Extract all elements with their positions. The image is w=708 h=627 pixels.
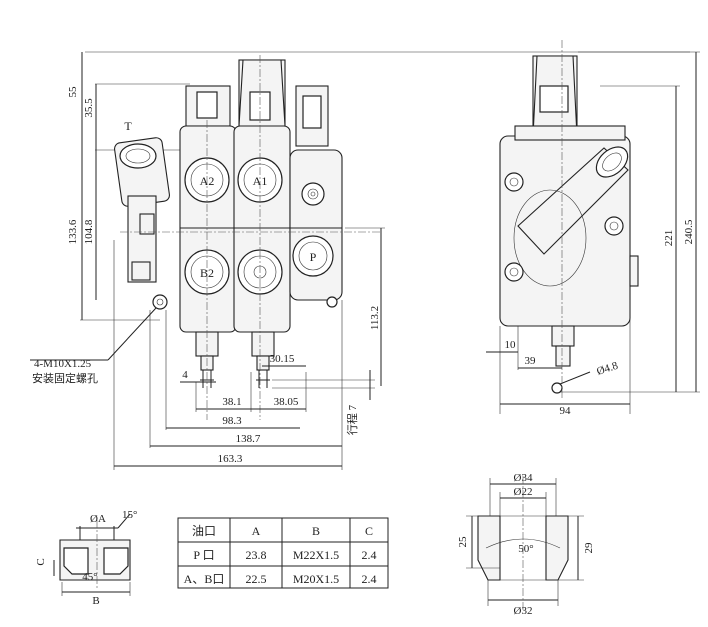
svg-text:29: 29 (583, 542, 595, 554)
table-header-a: A (252, 524, 261, 538)
svg-text:45°: 45° (82, 571, 97, 583)
side-view: 240.5 221 10 39 Ø4.8 94 (486, 40, 700, 417)
svg-text:113.2: 113.2 (369, 306, 381, 330)
svg-text:55: 55 (67, 86, 79, 98)
svg-text:35.5: 35.5 (83, 98, 95, 118)
svg-text:50°: 50° (518, 543, 533, 555)
svg-text:Ø4.8: Ø4.8 (595, 360, 620, 378)
table-cell: M20X1.5 (293, 572, 339, 586)
port-table: 油口 A B C P 口 23.8 M22X1.5 2.4 A、B口 22.5 … (177, 517, 389, 589)
svg-text:15°: 15° (122, 509, 137, 521)
detail-seal: Ø34 Ø22 25 29 50° Ø32 (457, 472, 595, 617)
svg-text:安装固定螺孔: 安装固定螺孔 (32, 371, 98, 385)
svg-text:38.05: 38.05 (274, 396, 299, 408)
table-header-port: 油口 (192, 524, 216, 538)
table-cell: 22.5 (246, 572, 267, 586)
svg-text:ØA: ØA (90, 513, 106, 525)
front-view: A2 A1 B2 P (30, 51, 690, 470)
table-cell: 2.4 (362, 548, 377, 562)
svg-text:39: 39 (525, 355, 537, 367)
svg-text:C: C (35, 558, 47, 565)
svg-text:Ø32: Ø32 (514, 605, 533, 617)
svg-text:221: 221 (663, 230, 675, 247)
svg-text:25: 25 (457, 536, 469, 548)
svg-text:Ø34: Ø34 (514, 472, 533, 484)
svg-text:94: 94 (560, 405, 572, 417)
svg-text:T: T (124, 119, 132, 133)
svg-text:38.1: 38.1 (222, 396, 241, 408)
table-cell: 23.8 (246, 548, 267, 562)
detail-port: ØA 15° C 45° B (35, 509, 137, 607)
svg-text:B2: B2 (200, 266, 214, 280)
svg-text:30.15: 30.15 (270, 353, 295, 365)
svg-text:240.5: 240.5 (683, 219, 695, 244)
svg-text:P: P (310, 250, 317, 264)
svg-text:行程 7: 行程 7 (346, 404, 359, 435)
svg-text:4: 4 (182, 369, 188, 381)
svg-text:133.6: 133.6 (67, 219, 79, 244)
svg-text:104.8: 104.8 (83, 219, 95, 244)
table-cell: M22X1.5 (293, 548, 339, 562)
table-header-b: B (312, 524, 320, 538)
table-cell: A、B口 (184, 572, 225, 586)
table-cell: P 口 (193, 548, 214, 562)
svg-text:B: B (92, 595, 99, 607)
table-header-c: C (365, 524, 373, 538)
svg-text:138.7: 138.7 (236, 433, 261, 445)
port-p: P (292, 235, 334, 277)
svg-text:Ø22: Ø22 (514, 486, 533, 498)
svg-text:98.3: 98.3 (222, 415, 242, 427)
table-cell: 2.4 (362, 572, 377, 586)
svg-text:10: 10 (505, 339, 517, 351)
svg-text:163.3: 163.3 (218, 453, 243, 465)
svg-text:4-M10X1.25: 4-M10X1.25 (34, 358, 92, 370)
